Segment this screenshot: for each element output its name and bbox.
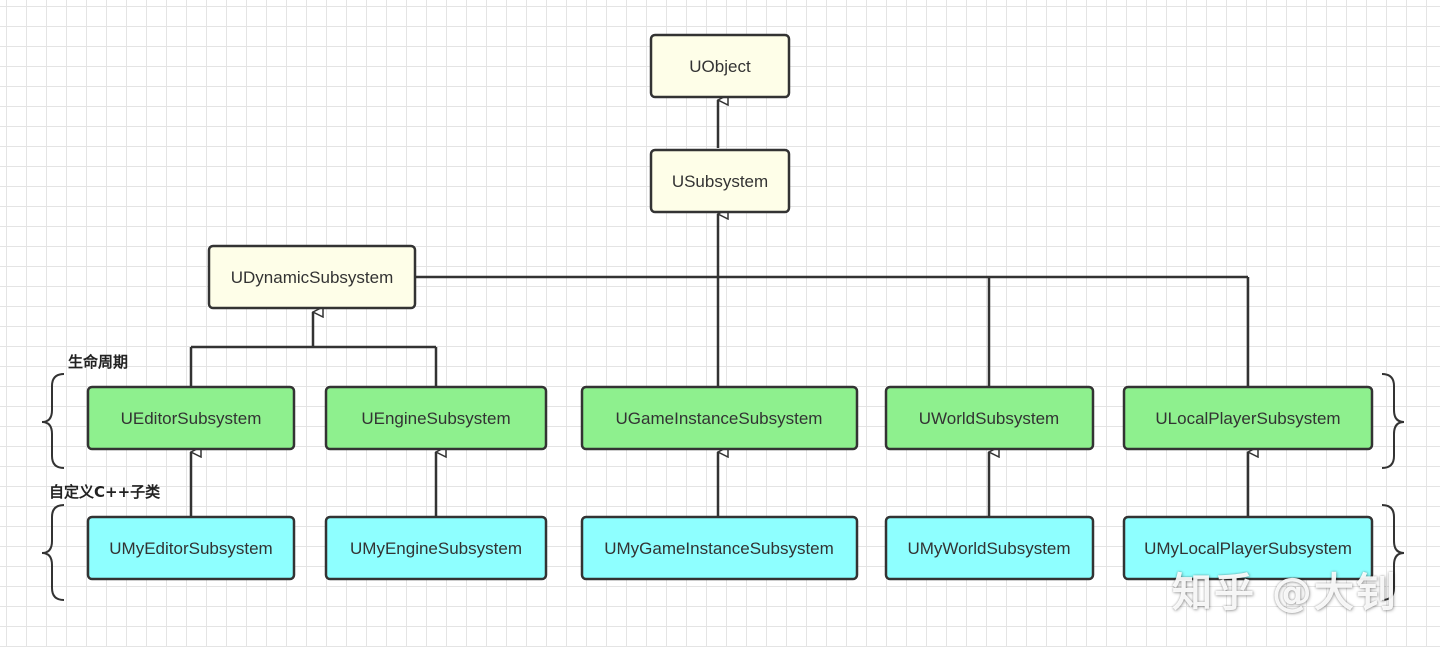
node-umygameinstance: UMyGameInstanceSubsystem — [580, 515, 859, 581]
node-umylocalplayer: UMyLocalPlayerSubsystem — [1122, 515, 1374, 581]
right-brace-lifecycle — [1381, 373, 1405, 469]
right-brace-custom — [1381, 504, 1405, 601]
section-label-lifecycle: 生命周期 — [68, 353, 129, 371]
node-umyworld: UMyWorldSubsystem — [884, 515, 1095, 581]
node-label-umylocalplayer: UMyLocalPlayerSubsystem — [1144, 539, 1352, 558]
node-label-umyeditor: UMyEditorSubsystem — [109, 539, 272, 558]
node-label-ugameinstance: UGameInstanceSubsystem — [616, 409, 823, 428]
node-ueditor: UEditorSubsystem — [86, 385, 296, 451]
braces — [41, 373, 1405, 601]
node-label-usubsystem: USubsystem — [672, 172, 768, 191]
node-label-ulocalplayer: ULocalPlayerSubsystem — [1155, 409, 1340, 428]
node-uworld: UWorldSubsystem — [884, 385, 1095, 451]
node-label-uengine: UEngineSubsystem — [361, 409, 510, 428]
left-brace-lifecycle — [41, 373, 65, 469]
node-label-umygameinstance: UMyGameInstanceSubsystem — [604, 539, 834, 558]
node-label-umyengine: UMyEngineSubsystem — [350, 539, 522, 558]
left-brace-custom — [41, 504, 65, 601]
node-label-umyworld: UMyWorldSubsystem — [907, 539, 1070, 558]
section-label-custom-subclass: 自定义C++子类 — [49, 483, 161, 501]
node-uengine: UEngineSubsystem — [324, 385, 548, 451]
node-label-uobject: UObject — [689, 57, 751, 76]
node-umyeditor: UMyEditorSubsystem — [86, 515, 296, 581]
node-umyengine: UMyEngineSubsystem — [324, 515, 548, 581]
node-label-uworld: UWorldSubsystem — [919, 409, 1059, 428]
node-label-udynamic: UDynamicSubsystem — [231, 268, 394, 287]
connectors — [189, 100, 1248, 517]
node-udynamic: UDynamicSubsystem — [207, 244, 417, 310]
node-uobject: UObject — [649, 33, 791, 99]
node-usubsystem: USubsystem — [649, 148, 791, 214]
node-label-ueditor: UEditorSubsystem — [121, 409, 262, 428]
node-ugameinstance: UGameInstanceSubsystem — [580, 385, 859, 451]
node-ulocalplayer: ULocalPlayerSubsystem — [1122, 385, 1374, 451]
watermark: 知乎 @大钊 — [1172, 570, 1398, 616]
